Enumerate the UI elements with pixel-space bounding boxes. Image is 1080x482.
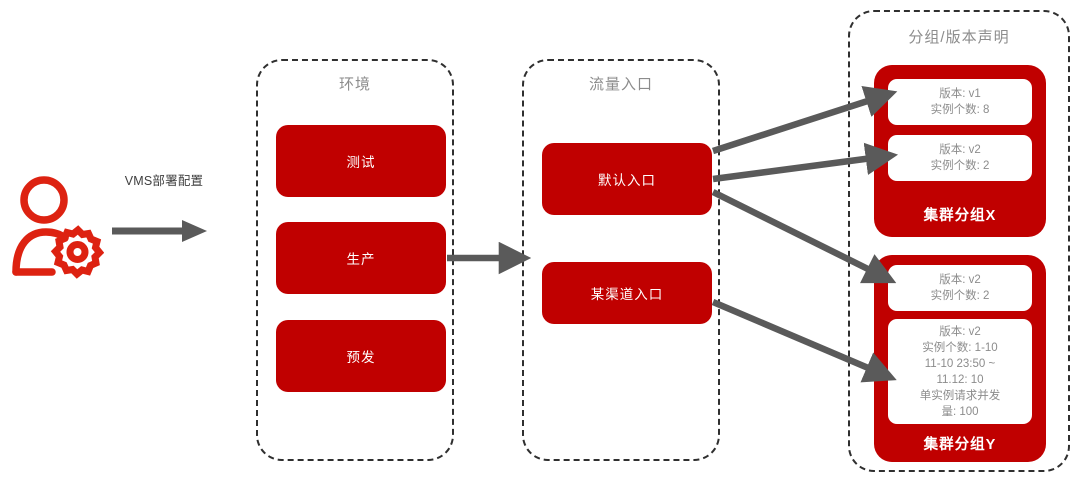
env-item-production[interactable]: 生产 (276, 222, 446, 294)
version-card[interactable]: 版本: v2 实例个数: 2 (888, 265, 1032, 311)
schedule-line-1: 11-10 23:50 ~ (924, 357, 996, 370)
cluster-group-x[interactable]: 版本: v1 实例个数: 8 版本: v2 实例个数: 2 集群分组X (874, 65, 1046, 237)
version-card[interactable]: 版本: v2 实例个数: 2 (888, 135, 1032, 181)
instance-count-line: 实例个数: 1-10 (922, 341, 998, 354)
version-card-detailed[interactable]: 版本: v2 实例个数: 1-10 11-10 23:50 ~ 11.12: 1… (888, 319, 1032, 424)
env-item-staging[interactable]: 预发 (276, 320, 446, 392)
env-item-test[interactable]: 测试 (276, 125, 446, 197)
group-version-panel-title: 分组/版本声明 (908, 29, 1010, 46)
instance-count-line: 实例个数: 2 (930, 290, 990, 302)
version-line: 版本: v2 (939, 325, 981, 338)
cluster-group-y-label: 集群分组Y (923, 437, 997, 453)
entry-item-default[interactable]: 默认入口 (542, 143, 712, 215)
traffic-entry-panel: 流量入口 (522, 59, 720, 461)
environment-panel-title: 环境 (338, 76, 371, 93)
version-line: 版本: v2 (939, 274, 981, 286)
actor-to-env-arrow-icon (112, 220, 207, 242)
concurrency-line-2: 量: 100 (941, 405, 979, 418)
traffic-entry-panel-title: 流量入口 (588, 76, 653, 93)
version-card[interactable]: 版本: v1 实例个数: 8 (888, 79, 1032, 125)
version-line: 版本: v1 (939, 88, 981, 100)
instance-count-line: 实例个数: 8 (930, 104, 990, 116)
cluster-group-y[interactable]: 版本: v2 实例个数: 2 版本: v2 实例个数: 1-10 11-10 2… (874, 255, 1046, 462)
schedule-line-2: 11.12: 10 (936, 373, 984, 386)
concurrency-line-1: 单实例请求并发 (919, 389, 1001, 402)
user-gear-icon (12, 176, 104, 279)
vms-deploy-config-label: VMS部署配置 (124, 174, 204, 188)
instance-count-line: 实例个数: 2 (930, 160, 990, 172)
entry-item-channel[interactable]: 某渠道入口 (542, 262, 712, 324)
version-line: 版本: v2 (939, 144, 981, 156)
cluster-group-x-label: 集群分组X (923, 208, 997, 224)
